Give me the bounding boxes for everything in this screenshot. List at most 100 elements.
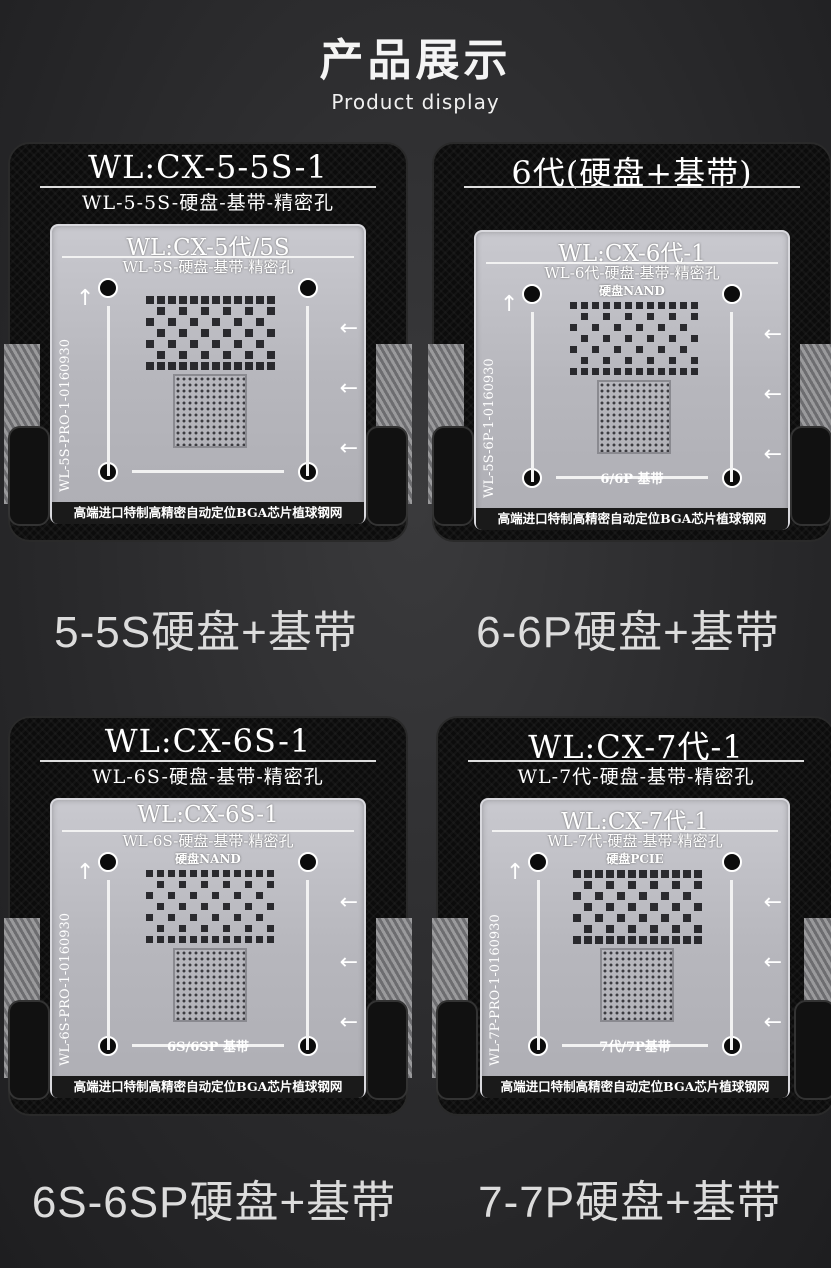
grid-cell [212, 881, 219, 888]
grid-cell [614, 346, 621, 353]
grid-cell [145, 318, 154, 326]
grid-cell [573, 881, 581, 889]
grid-cell [267, 903, 274, 910]
plate-bottom-label: 6/6P 基带 [600, 472, 664, 487]
grid-cell [168, 307, 176, 315]
frame-line [531, 312, 534, 482]
grid-cell [234, 903, 241, 910]
grid-cell [627, 936, 636, 944]
grid-cell [617, 881, 625, 889]
grid-cell [157, 936, 164, 943]
grid-cell [614, 302, 621, 309]
grid-cell [606, 914, 614, 922]
grid-cell [146, 903, 153, 910]
grid-cell [223, 881, 230, 888]
grid-cell [156, 296, 165, 304]
grid-cell [592, 368, 599, 375]
grid-cell [266, 351, 275, 359]
grid-cell [581, 368, 588, 375]
grid-cell [625, 324, 632, 331]
alignment-hole [528, 852, 548, 872]
grid-cell [581, 335, 588, 342]
grid-cell [616, 892, 625, 900]
arrow-left-icon: ← [763, 1010, 782, 1035]
grid-cell [234, 329, 242, 337]
grid-cell [157, 914, 164, 921]
grid-cell [146, 351, 154, 359]
arrow-left-icon: ← [339, 376, 358, 401]
grid-cell [573, 925, 581, 933]
grid-cell [233, 318, 242, 326]
grid-cell [614, 324, 621, 331]
frame-line [730, 312, 733, 482]
grid-cell [616, 936, 625, 944]
grid-cell [693, 870, 702, 878]
grid-cell [146, 925, 153, 932]
grid-cell [222, 307, 231, 315]
baseband-ball-grid [600, 948, 674, 1022]
grid-cell [267, 318, 275, 326]
grid-cell [266, 296, 275, 304]
grid-cell [669, 302, 676, 309]
page-header: 产品展示 Product display [0, 24, 831, 114]
grid-cell [661, 881, 669, 889]
grid-cell [256, 925, 263, 932]
grid-cell [583, 925, 592, 933]
grid-cell [244, 329, 253, 337]
grid-cell [671, 881, 680, 889]
grid-cell [189, 340, 198, 348]
grid-cell [639, 881, 647, 889]
plate-divider [486, 262, 778, 264]
grid-cell [245, 340, 253, 348]
grid-cell [592, 357, 599, 364]
grid-cell [592, 313, 599, 320]
grid-cell [627, 881, 636, 889]
grid-cell [201, 936, 208, 943]
grid-cell [179, 870, 186, 877]
holder-divider [464, 186, 800, 188]
holder-clip [366, 1000, 408, 1100]
grid-cell [201, 925, 208, 932]
plate-footer: 高端进口特制高精密自动定位BGA芯片植球钢网 [476, 508, 788, 530]
grid-cell [680, 346, 687, 353]
grid-cell [190, 881, 197, 888]
product-caption: 6-6P硬盘+基带 [476, 608, 780, 657]
grid-cell [570, 313, 577, 320]
grid-cell [234, 892, 241, 899]
grid-cell [639, 903, 647, 911]
grid-cell [595, 881, 603, 889]
grid-cell [693, 925, 702, 933]
grid-cell [572, 914, 581, 922]
grid-cell [592, 346, 599, 353]
grid-cell [661, 903, 669, 911]
grid-cell [256, 892, 263, 899]
grid-cell [179, 903, 186, 910]
grid-cell [658, 368, 665, 375]
grid-cell [614, 313, 621, 320]
alignment-hole [722, 284, 742, 304]
grid-cell [693, 936, 702, 944]
nand-ball-grid [572, 870, 702, 944]
grid-cell [606, 892, 614, 900]
grid-cell [605, 925, 614, 933]
plate-footer: 高端进口特制高精密自动定位BGA芯片植球钢网 [482, 1076, 788, 1098]
grid-cell [694, 892, 702, 900]
grid-cell [638, 892, 647, 900]
grid-cell [178, 362, 187, 370]
grid-cell [594, 870, 603, 878]
frame-line [306, 306, 309, 476]
grid-cell [223, 914, 230, 921]
grid-cell [570, 357, 577, 364]
grid-cell [201, 881, 208, 888]
grid-cell [212, 870, 219, 877]
grid-cell [190, 870, 197, 877]
grid-cell [256, 914, 263, 921]
grid-cell [592, 302, 599, 309]
grid-cell [572, 870, 581, 878]
grid-cell [146, 881, 153, 888]
grid-cell [255, 340, 264, 348]
holder-subtitle: WL-7代-硬盘-基带-精密孔 [517, 766, 755, 788]
grid-cell [660, 870, 669, 878]
grid-cell [672, 892, 680, 900]
grid-cell [245, 870, 252, 877]
